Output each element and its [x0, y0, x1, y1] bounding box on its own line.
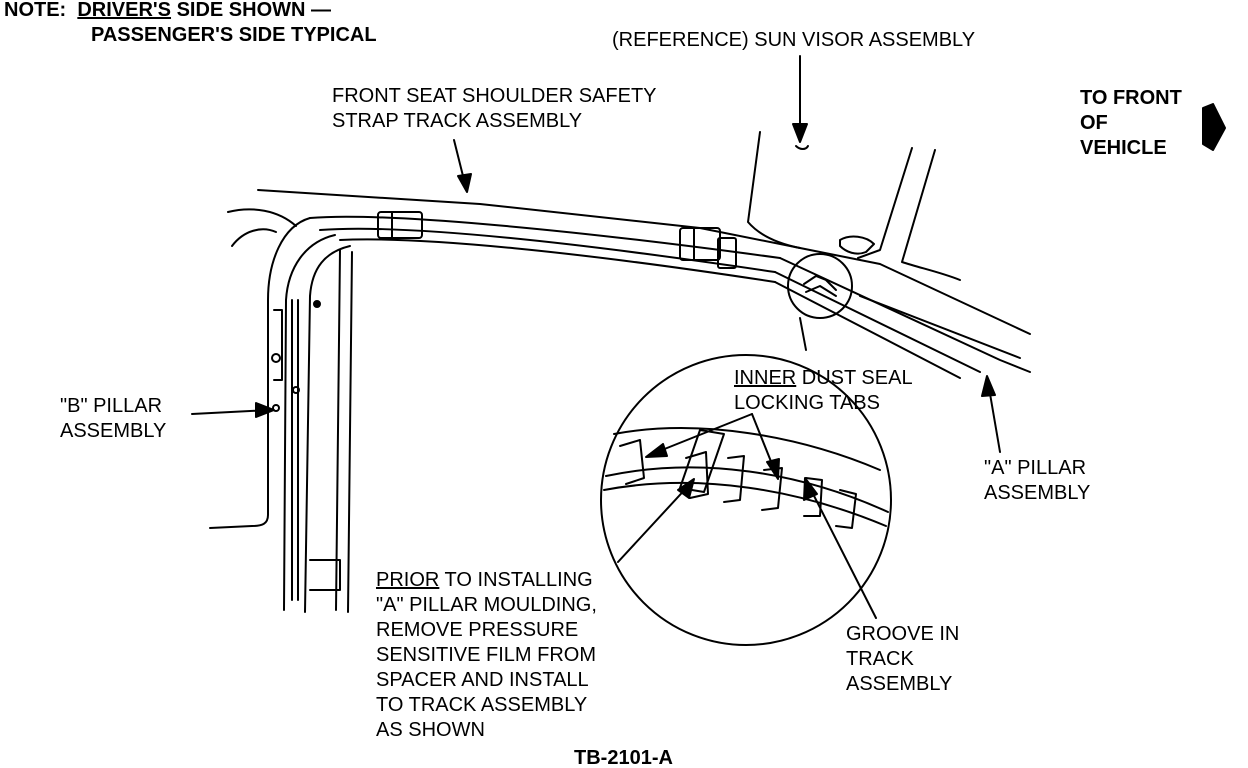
track-line2: STRAP TRACK ASSEMBLY: [332, 110, 583, 132]
inner-tabs-label: INNER DUST SEAL LOCKING TABS: [734, 366, 913, 416]
a-pillar-line1: "A" PILLAR: [984, 457, 1087, 479]
a-pillar-line2: ASSEMBLY: [984, 482, 1091, 504]
a-pillar-label: "A" PILLAR ASSEMBLY: [984, 456, 1090, 506]
note-prefix: NOTE:: [4, 0, 67, 21]
prior-line2: "A" PILLAR MOULDING,: [376, 594, 597, 616]
track-line1: FRONT SEAT SHOULDER SAFETY: [332, 85, 657, 107]
b-pillar-line2: ASSEMBLY: [60, 420, 167, 442]
b-pillar-frame: [209, 208, 353, 613]
note-line2: PASSENGER'S SIDE TYPICAL: [91, 24, 377, 46]
to-front-line3: VEHICLE: [1080, 137, 1167, 159]
to-front-arrow-icon: [1202, 103, 1226, 151]
groove-label: GROOVE IN TRACK ASSEMBLY: [846, 622, 959, 697]
prior-instruction-label: PRIOR TO INSTALLING "A" PILLAR MOULDING,…: [376, 568, 597, 743]
sun-visor: [747, 131, 961, 281]
to-front-line1: TO FRONT: [1080, 87, 1182, 109]
note-label: NOTE: DRIVER'S SIDE SHOWN — PASSENGER'S …: [4, 0, 377, 48]
detail-callout-small: [787, 253, 853, 351]
track-clips: [377, 211, 737, 269]
inner-rest: DUST SEAL: [796, 367, 913, 389]
note-drivers: DRIVER'S: [77, 0, 172, 21]
inner-word: INNER: [734, 367, 797, 389]
prior-line5: SPACER AND INSTALL: [376, 669, 589, 691]
roof-rail-track: [257, 189, 1031, 379]
prior-rest: TO INSTALLING: [439, 569, 593, 591]
prior-line4: SENSITIVE FILM FROM: [376, 644, 597, 666]
groove-line2: TRACK: [846, 648, 914, 670]
leader-lines: [191, 55, 1001, 619]
track-assembly-label: FRONT SEAT SHOULDER SAFETY STRAP TRACK A…: [332, 84, 657, 134]
prior-line3: REMOVE PRESSURE: [376, 619, 579, 641]
prior-line6: TO TRACK ASSEMBLY: [376, 694, 588, 716]
sun-visor-label: (REFERENCE) SUN VISOR ASSEMBLY: [612, 29, 976, 51]
prior-word: PRIOR: [376, 569, 440, 591]
b-pillar-line1: "B" PILLAR: [60, 395, 163, 417]
groove-line3: ASSEMBLY: [846, 673, 953, 695]
inner-line2: LOCKING TABS: [734, 392, 880, 414]
figure-id: TB-2101-A: [574, 747, 673, 768]
prior-line7: AS SHOWN: [376, 719, 485, 741]
to-front-label: TO FRONT OF VEHICLE: [1080, 86, 1182, 161]
detail-callout-large: [600, 354, 892, 646]
to-front-line2: OF: [1080, 112, 1108, 134]
b-pillar-label: "B" PILLAR ASSEMBLY: [60, 394, 166, 444]
note-line1-rest: SIDE SHOWN —: [171, 0, 332, 21]
groove-line1: GROOVE IN: [846, 623, 960, 645]
